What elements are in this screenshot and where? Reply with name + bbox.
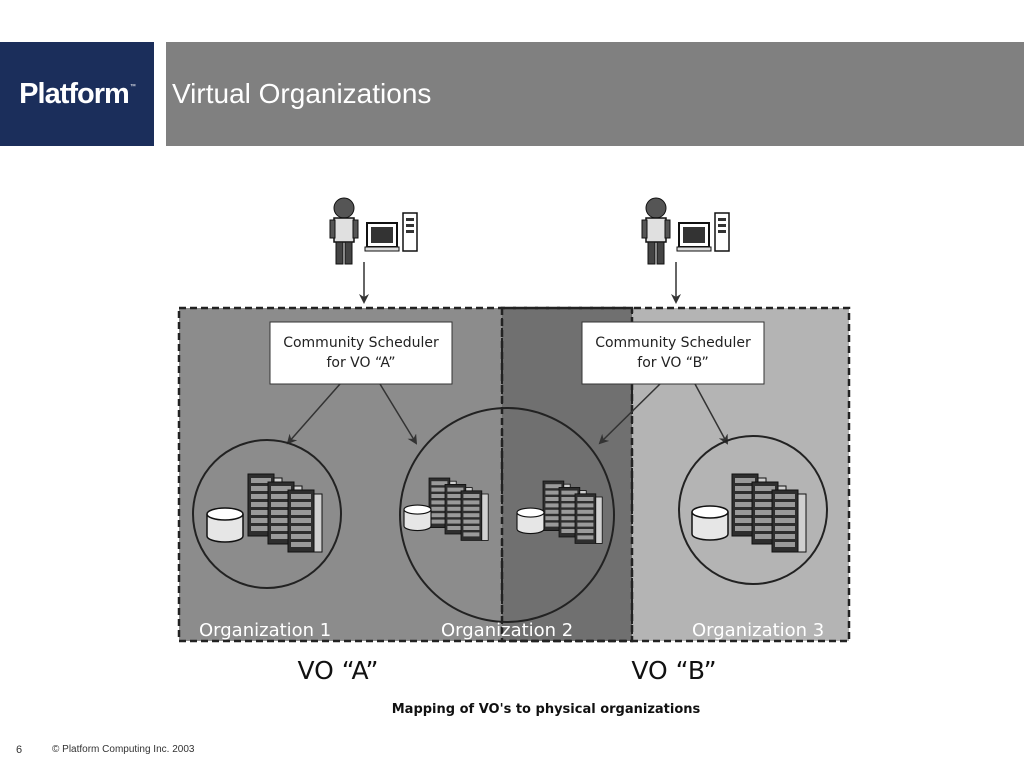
disk-storage-icon [206,507,244,543]
vo-a-boundary [177,306,634,643]
disk-storage-icon [691,505,729,541]
scheduler-label-line1: Community Scheduler [595,335,751,351]
disk-storage-icon [516,507,545,535]
arrow [379,383,418,445]
resource-circle-org3 [678,435,828,585]
scheduler-label-line1: Community Scheduler [283,335,439,351]
resource-circle-org1 [192,439,342,589]
title-bar [166,42,1024,146]
vo-b-boundary [500,306,851,643]
disk-storage-icon [403,504,432,532]
logo-text: Platform™ [19,77,136,110]
scheduler-box-vo-b: Community Scheduler for VO “B” [581,321,765,385]
arrow [598,383,661,445]
diagram-caption: Mapping of VO's to physical organization… [392,702,701,717]
vo-label: VO “A” [298,656,379,685]
organization-label: Organization 2 [441,620,573,641]
platform-logo: Platform™ [0,42,154,146]
arrow [286,383,341,445]
resource-circle-org2 [399,407,615,623]
scheduler-box-vo-a: Community Scheduler for VO “A” [269,321,453,385]
slide-title: Virtual Organizations [172,78,432,109]
vo-label: VO “B” [631,656,716,685]
workstation-icon [364,212,418,252]
scheduler-label-line2: for VO “A” [326,355,395,371]
page-number: 6 [16,744,23,756]
organization-label: Organization 1 [199,620,331,641]
arrow [694,383,728,445]
workstation-icon [676,212,730,252]
copyright-notice: © Platform Computing Inc. 2003 [52,744,195,755]
scheduler-label-line2: for VO “B” [637,355,708,371]
user-icon [329,197,359,265]
user-icon [641,197,671,265]
organization-label: Organization 3 [692,620,824,641]
